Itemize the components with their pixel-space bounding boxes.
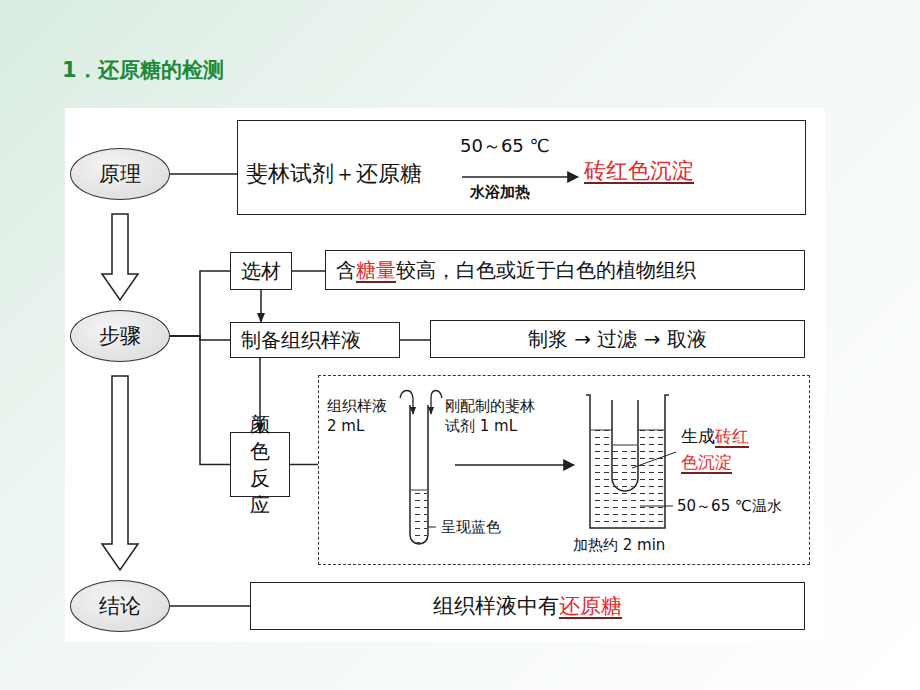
leader-line [640, 506, 673, 507]
callout-text: 斐林试剂＋还原糖 [246, 159, 422, 189]
leader-line [428, 527, 436, 528]
box-text: 糖量 [356, 257, 396, 284]
connector [170, 271, 230, 336]
step-box: 含糖量较高，白色或近于白色的植物组织 [325, 250, 805, 290]
step-box: 斐林试剂＋还原糖 50～65 ℃ 水浴加热 砖红色沉淀 [237, 120, 806, 215]
callout-text: 50～65 ℃ [460, 134, 550, 158]
step-box: 选材 [230, 252, 292, 290]
ellipse-label: 结论 [99, 592, 141, 620]
step-box: 组织样液中有还原糖 [250, 582, 805, 630]
connector [400, 339, 430, 341]
box-text: 选材 [241, 258, 281, 285]
callout-text: 50～65 ℃温水 [677, 497, 782, 516]
callout-text: 组织样液 2 mL [327, 396, 399, 437]
leader-line [632, 452, 676, 468]
connector [170, 605, 250, 607]
connector [170, 173, 237, 175]
label-ellipse: 原理 [70, 148, 170, 200]
step-box: 制浆 → 过滤 → 取液 [430, 320, 805, 358]
connector [102, 376, 138, 570]
connector [290, 464, 318, 466]
pour-arrow [400, 391, 413, 415]
callout-text: 水浴加热 [470, 183, 530, 202]
process-arrow [455, 464, 574, 466]
dashed-frame: 组织样液 2 mL 刚配制的斐林试剂 1 mL 呈现蓝色 生成砖红色沉淀 50～65 ℃… [318, 375, 810, 565]
pour-arrow [431, 391, 442, 415]
box-text: 颜色 反应 [241, 411, 279, 519]
beaker [586, 395, 669, 528]
callout-text: 刚配制的斐林试剂 1 mL [445, 396, 547, 437]
connector [170, 336, 230, 465]
connector [260, 290, 262, 322]
step-box: 颜色 反应 [230, 432, 290, 497]
water [591, 430, 664, 527]
liquid-surface [613, 445, 637, 446]
callout-text: 呈现蓝色 [441, 518, 501, 537]
label-group: 生成砖红色沉淀 [681, 424, 752, 475]
label-ellipse: 结论 [70, 580, 170, 632]
label-ellipse: 步骤 [70, 310, 170, 362]
ellipse-label: 原理 [99, 160, 141, 188]
box-text: 制浆 → 过滤 → 取液 [528, 326, 707, 353]
box-text: 制备组织样液 [241, 327, 361, 354]
liquid-surface [411, 490, 427, 491]
callout-text: 砖红色沉淀 [584, 156, 694, 186]
box-text: 较高，白色或近于白色的植物组织 [396, 257, 696, 284]
step-box: 制备组织样液 [230, 322, 400, 358]
box-text: 还原糖 [559, 592, 622, 620]
callout-text: 生成 [681, 426, 715, 446]
inner-tube [612, 400, 638, 491]
reaction-arrow [462, 176, 578, 178]
slide-title: 1．还原糖的检测 [62, 56, 224, 84]
box-text: 组织样液中有 [433, 592, 559, 620]
connector [102, 214, 138, 300]
test-tube [410, 405, 428, 544]
callout-text: 加热约 2 min [573, 536, 665, 555]
connector [292, 270, 325, 272]
tube-liquid [411, 490, 427, 543]
box-text: 含 [336, 257, 356, 284]
ellipse-label: 步骤 [99, 322, 141, 350]
